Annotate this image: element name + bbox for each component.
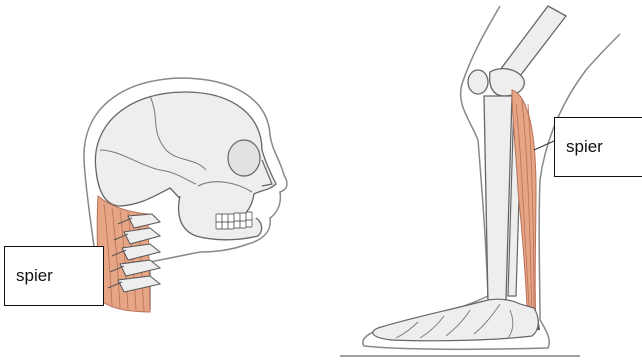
teeth (216, 212, 252, 229)
leg-figure (340, 6, 620, 356)
muscle-label-left: spier (4, 246, 104, 306)
patella (468, 70, 488, 94)
muscle-label-right: spier (554, 117, 642, 177)
tibia (484, 96, 512, 304)
foot-bones (373, 299, 539, 341)
femur (500, 6, 566, 76)
pointer-line (534, 141, 554, 150)
eye-orbit (228, 140, 260, 176)
head-neck-figure (84, 78, 287, 312)
